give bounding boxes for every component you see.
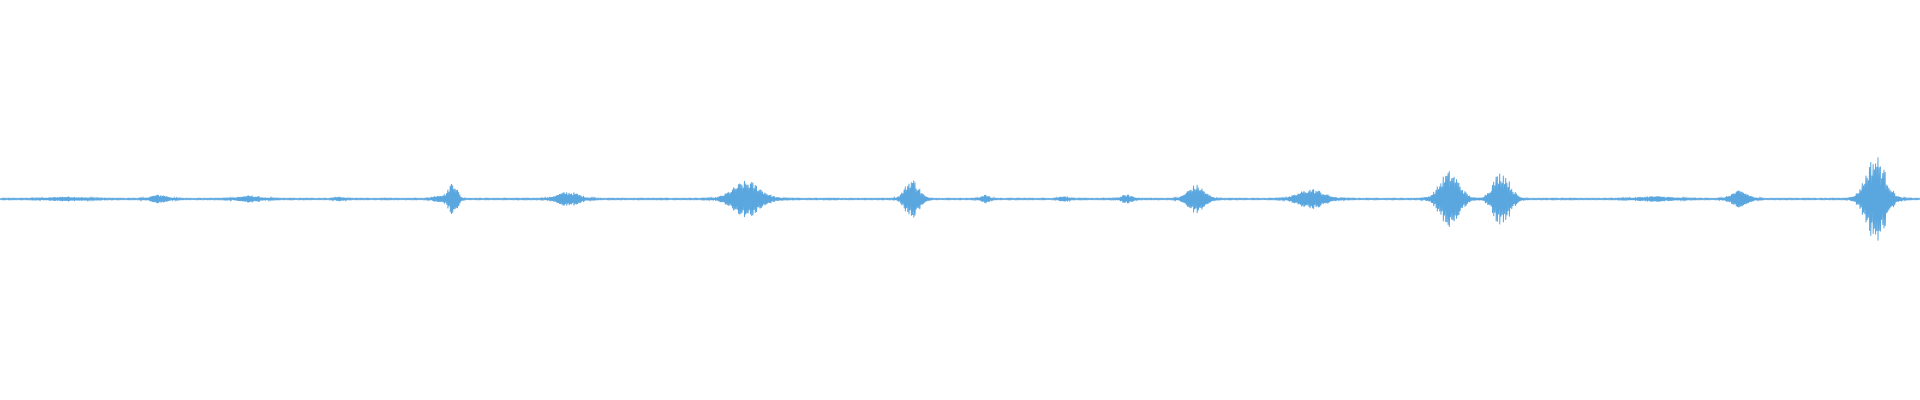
waveform-trace	[0, 157, 1920, 241]
